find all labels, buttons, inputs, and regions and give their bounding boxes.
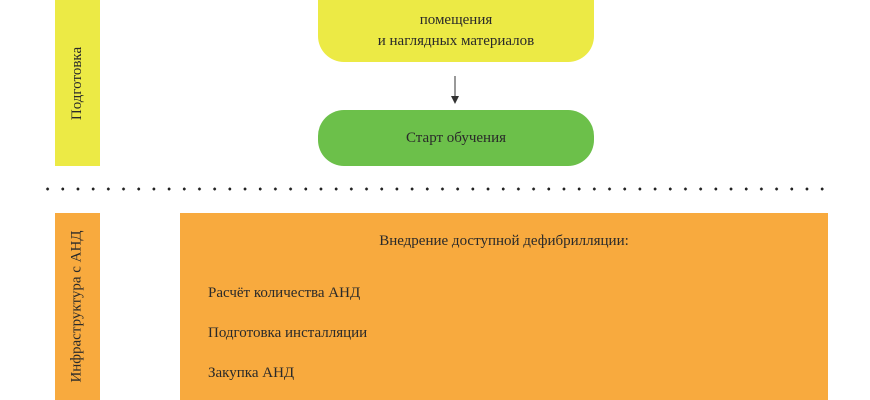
aed-box-title: Внедрение доступной дефибрилляции: bbox=[379, 233, 629, 249]
lane-preparation: Подготовка bbox=[55, 0, 100, 166]
dotted-divider bbox=[40, 187, 825, 191]
aed-item: Расчёт количества АНД bbox=[208, 285, 361, 301]
aed-item: Закупка АНД bbox=[208, 365, 295, 381]
step-start-training: Старт обучения bbox=[318, 110, 594, 166]
step-prepare-room-materials: помещения и наглядных материалов bbox=[318, 0, 594, 62]
step-text-line: помещения bbox=[419, 12, 493, 28]
aed-implementation-box: Внедрение доступной дефибрилляции: Расчё… bbox=[180, 213, 828, 400]
lane-label: Инфраструктура с АНД bbox=[69, 230, 86, 383]
lane-label: Подготовка bbox=[69, 46, 85, 120]
lane-aed-infrastructure: Инфраструктура с АНД bbox=[55, 213, 100, 400]
aed-item: Подготовка инсталляции bbox=[208, 325, 368, 341]
step-text-line: и наглядных материалов bbox=[377, 33, 535, 49]
arrow-down-icon bbox=[451, 76, 459, 104]
step-text: Старт обучения bbox=[405, 129, 507, 146]
